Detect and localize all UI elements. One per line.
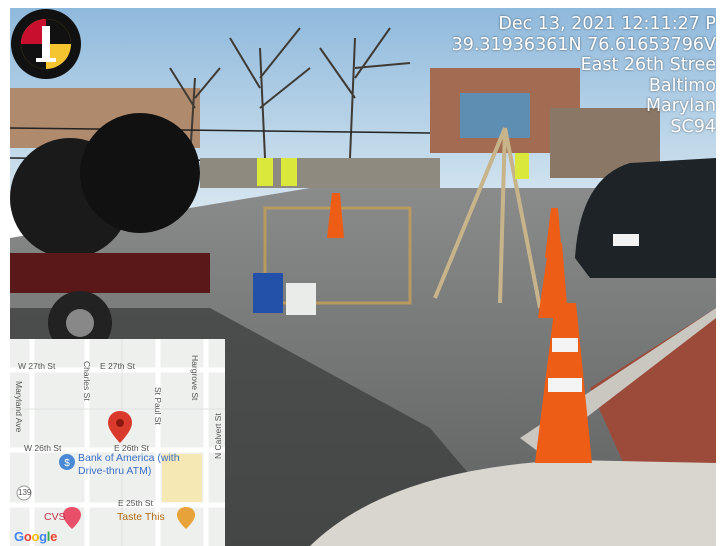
traffic-cones: [327, 193, 592, 463]
bare-trees: [169, 27, 411, 159]
street-label-stpaul: St Paul St: [153, 387, 163, 425]
poi-bank-line2: Drive-thru ATM): [78, 465, 152, 477]
street-label-calvert: N Calvert St: [213, 413, 223, 459]
map-inset: $ W 27th St E 27th St Charles St Hargrov…: [10, 339, 225, 546]
gps-timestamp: Dec 13, 2021 12:11:27 P 39.31936361N 76.…: [452, 14, 716, 137]
street-label-e26: E 26th St: [114, 443, 149, 453]
bank-icon: [59, 454, 75, 470]
corner-curb: [310, 460, 716, 546]
stamp-city: Baltimo: [648, 75, 716, 96]
stamp-coords: 39.31936361N 76.61653796V: [451, 34, 716, 55]
trailer-frame: [10, 253, 210, 293]
street-label-e27: E 27th St: [100, 361, 135, 371]
map-roads: $: [10, 339, 225, 546]
street-label-w27: W 27th St: [18, 361, 56, 371]
stamp-street: East 26th Stree: [580, 55, 716, 75]
cable-reel-2: [80, 113, 200, 233]
route-label: 139: [18, 488, 32, 497]
svg-text:$: $: [64, 458, 70, 469]
google-logo: Google: [14, 529, 58, 544]
site-photo: Dec 13, 2021 12:11:27 P 39.31936361N 76.…: [10, 8, 716, 546]
wheel-hub: [66, 309, 94, 337]
black-car: [575, 158, 716, 278]
license-plate: [613, 234, 639, 246]
brick-sidewalk: [590, 308, 716, 478]
street-label-w26: W 26th St: [24, 443, 62, 453]
workers: [257, 153, 529, 186]
city-seal-logo: [11, 9, 81, 79]
stone-wall: [200, 158, 440, 188]
poi-bank-line1: Bank of America (with: [78, 452, 180, 464]
street-label-hargrove: Hargrove St: [190, 355, 200, 401]
blue-bucket: [253, 273, 283, 313]
mural: [460, 93, 530, 138]
street-label-maryland: Maryland Ave: [14, 381, 24, 433]
stamp-datetime: Dec 13, 2021 12:11:27 P: [498, 14, 716, 34]
street-label-charles: Charles St: [82, 361, 92, 401]
white-bucket: [286, 283, 316, 315]
restaurant-icon: [177, 507, 195, 529]
poi-taste-this: Taste This: [117, 511, 165, 523]
poi-cvs: CVS: [44, 511, 66, 523]
stamp-code: SC94: [670, 116, 716, 137]
cvs-icon: [63, 507, 81, 529]
stamp-state: Marylan: [645, 96, 716, 116]
street-label-e25: E 25th St: [118, 498, 153, 508]
tripod: [433, 127, 542, 309]
